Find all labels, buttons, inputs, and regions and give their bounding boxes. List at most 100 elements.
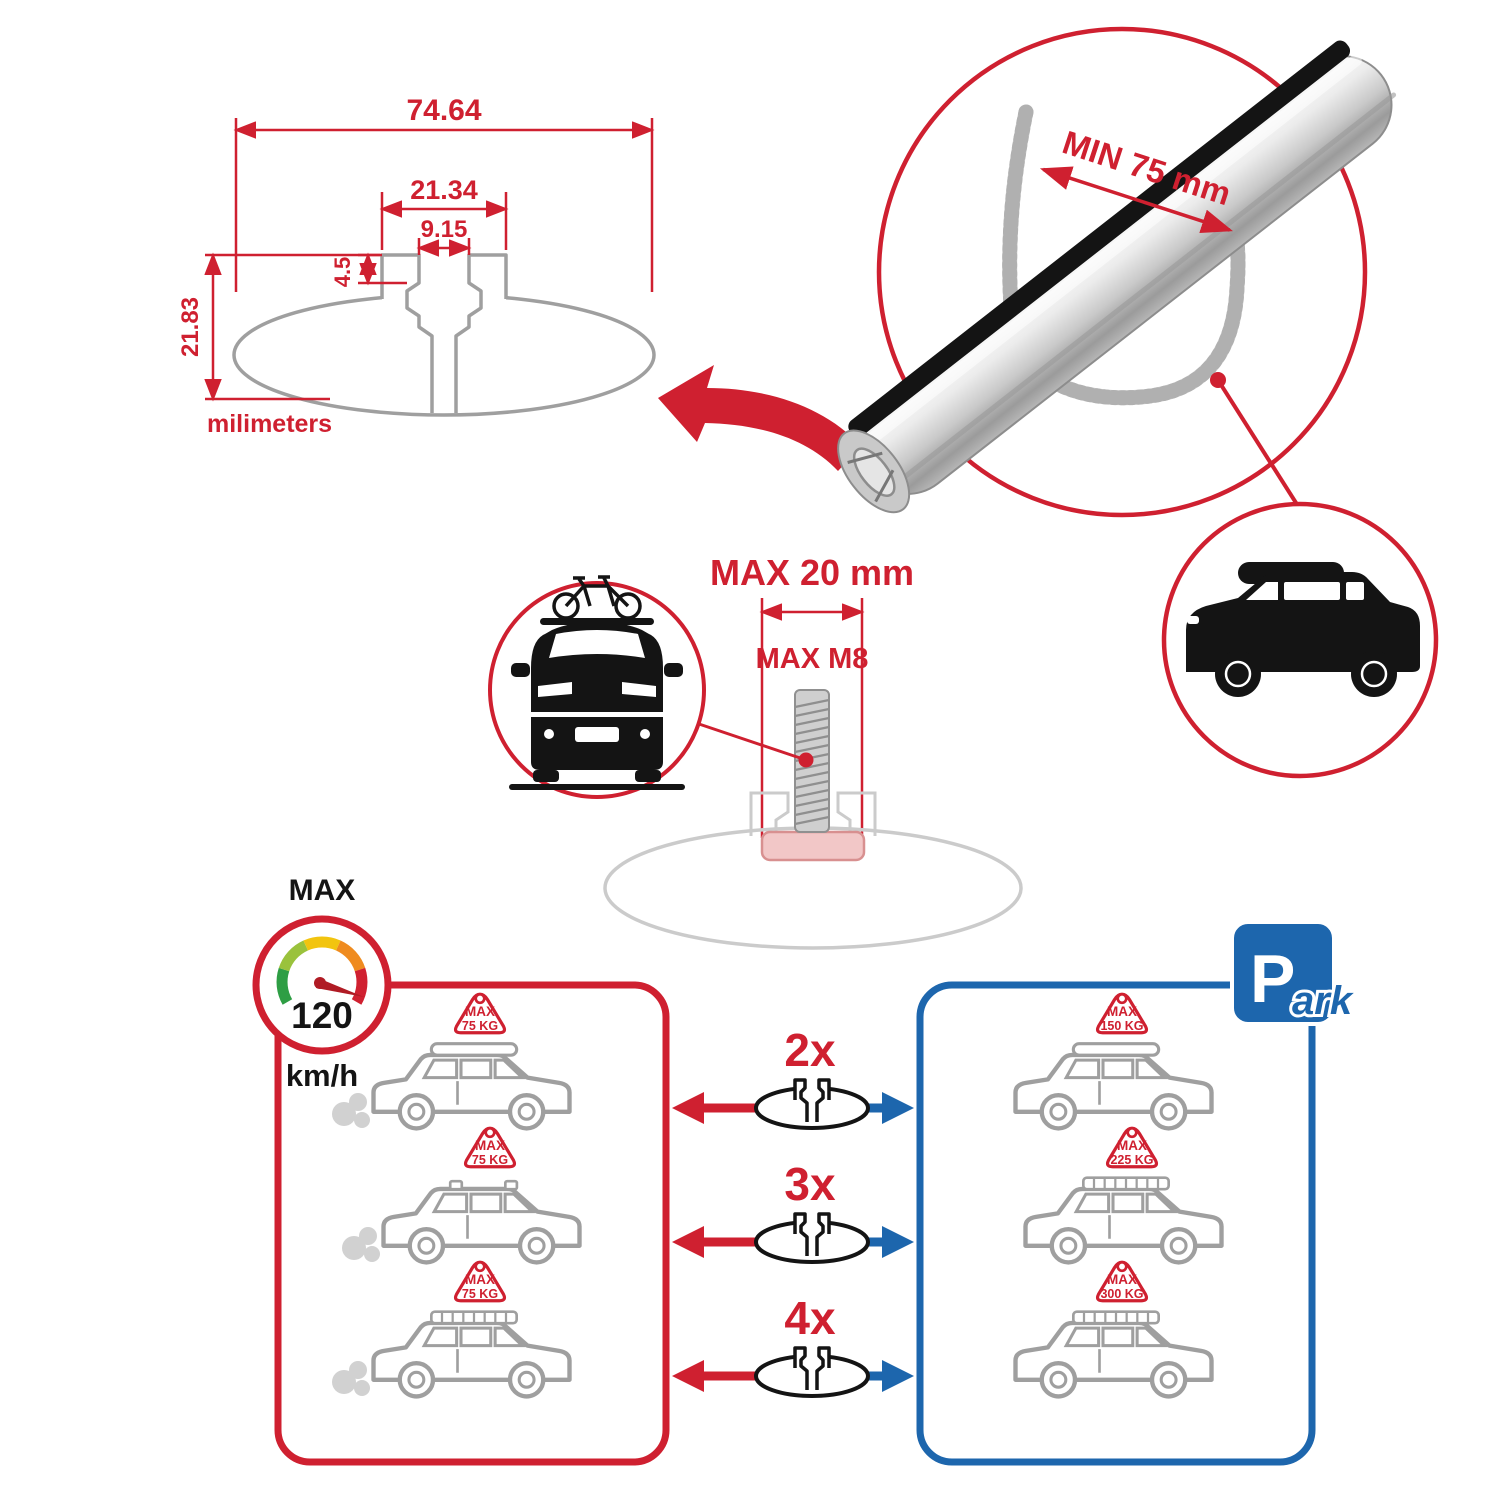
tag-load: 75 KG bbox=[462, 1019, 498, 1033]
crossbar-detail: MIN 75 mm bbox=[837, 26, 1397, 518]
parking-sign-plate bbox=[1230, 920, 1336, 1026]
suv-roofbox-detail bbox=[1161, 501, 1439, 779]
parking-sign: P ark bbox=[1230, 920, 1357, 1026]
pointer-arrow bbox=[658, 365, 861, 471]
exhaust-smoke bbox=[332, 1361, 370, 1396]
tag-title: MAX bbox=[1117, 1138, 1147, 1153]
crossbar-section-icon-1 bbox=[754, 1078, 870, 1130]
clamp-strap-ribs bbox=[1002, 104, 1246, 406]
red-arrowhead-2 bbox=[672, 1226, 704, 1258]
tire-right bbox=[635, 770, 661, 782]
mirror-left bbox=[511, 663, 530, 677]
tag-load: 150 KG bbox=[1100, 1019, 1143, 1033]
suv-windshield bbox=[1246, 582, 1278, 600]
parking-sign-rest: ark bbox=[1292, 979, 1354, 1023]
tag-load: 300 KG bbox=[1100, 1287, 1143, 1301]
license-plate bbox=[575, 727, 619, 742]
suv-wheel-rear bbox=[1351, 651, 1397, 697]
dim-width-label: 74.64 bbox=[406, 94, 481, 127]
dim-width-extensions bbox=[234, 118, 654, 292]
car-front-windshield bbox=[549, 630, 645, 658]
comparison-row-2: 3x bbox=[672, 1158, 914, 1264]
suv-headlight bbox=[1187, 616, 1199, 624]
red-arrowhead-1 bbox=[672, 1092, 704, 1124]
speed-value: 120 bbox=[291, 995, 353, 1036]
dim-slot-outer-label: 21.34 bbox=[410, 175, 478, 205]
tag-load: 75 KG bbox=[472, 1153, 508, 1167]
tag-title: MAX bbox=[1107, 1272, 1137, 1287]
parked-car-1: MAX 150 KG bbox=[1016, 992, 1212, 1128]
speed-max-label: MAX bbox=[289, 874, 356, 907]
suv-wheel-front bbox=[1215, 651, 1261, 697]
speed-limit-gauge: MAX 120 km/h bbox=[252, 874, 392, 1093]
tag-title: MAX bbox=[1107, 1004, 1137, 1019]
roofbox-accessory bbox=[429, 1041, 519, 1057]
max-width-label: MAX 20 mm bbox=[710, 552, 914, 593]
speed-units: km/h bbox=[286, 1058, 358, 1093]
headlight-right bbox=[622, 682, 656, 697]
aluminum-bar bbox=[837, 40, 1397, 514]
dim-lip-label: 4.5 bbox=[330, 257, 355, 288]
units-label: milimeters bbox=[207, 410, 332, 438]
dim-height-extensions bbox=[205, 253, 380, 401]
parked-car-2: MAX 225 KG bbox=[1026, 1126, 1222, 1262]
bolt-callout-line bbox=[698, 722, 807, 762]
profile-ellipse bbox=[232, 293, 656, 417]
tag-load: 225 KG bbox=[1110, 1153, 1153, 1167]
car-front-detail bbox=[488, 575, 706, 799]
car-front-body bbox=[531, 622, 663, 770]
callout-line bbox=[1216, 378, 1300, 508]
bolt-dim-extensions bbox=[760, 598, 864, 838]
crossbar-section-icon-2 bbox=[754, 1212, 870, 1264]
tag-title: MAX bbox=[475, 1138, 505, 1153]
dim-opening-label: 9.15 bbox=[421, 216, 468, 243]
dim-height-label: 21.83 bbox=[177, 297, 204, 357]
roofbasket-accessory bbox=[429, 1310, 519, 1325]
suv-rear-window bbox=[1346, 582, 1364, 600]
comparison-panel: P ark MAX 120 km/h 2x bbox=[252, 874, 1357, 1466]
tire-left bbox=[533, 770, 559, 782]
driving-car-3: MAX 75 KG bbox=[332, 1260, 570, 1396]
tag-load: 75 KG bbox=[462, 1287, 498, 1301]
max-thread-label: MAX M8 bbox=[756, 643, 869, 675]
exhaust-smoke bbox=[332, 1093, 370, 1128]
roofbox-accessory bbox=[1071, 1041, 1161, 1057]
rubber-strip bbox=[848, 40, 1351, 437]
roofbasket-accessory bbox=[1071, 1310, 1161, 1325]
blue-arrowhead-1 bbox=[882, 1092, 914, 1124]
tag-title: MAX bbox=[465, 1272, 495, 1287]
crossbar-section-icon-3 bbox=[754, 1346, 870, 1398]
headlight-left bbox=[538, 682, 572, 697]
ghost-profile-slot bbox=[749, 791, 877, 838]
red-arrowhead-3 bbox=[672, 1360, 704, 1392]
roof-rail bbox=[540, 618, 654, 625]
gauge-arc bbox=[276, 936, 368, 1005]
tbolt-head bbox=[760, 830, 866, 862]
driving-car-2: MAX 75 KG bbox=[342, 1126, 580, 1262]
parking-sign-letter: P bbox=[1250, 941, 1295, 1017]
technical-drawing: 74.64 21.34 9.15 4.5 21.83 milimeters bbox=[177, 94, 861, 471]
roofbasket-accessory bbox=[1081, 1176, 1171, 1191]
driving-car-1: MAX 75 KG bbox=[332, 992, 570, 1128]
bumper-line bbox=[531, 712, 663, 717]
qty-label-1: 2x bbox=[784, 1024, 836, 1076]
suv-side-window bbox=[1284, 582, 1340, 600]
exhaust-smoke bbox=[342, 1227, 380, 1262]
bolt-callout-dot bbox=[798, 752, 814, 768]
blue-arrowhead-2 bbox=[882, 1226, 914, 1258]
foglight-left bbox=[544, 729, 554, 739]
comparison-row-3: 4x bbox=[672, 1292, 914, 1398]
foglight-right bbox=[640, 729, 650, 739]
ground-line bbox=[509, 784, 685, 790]
qty-label-3: 4x bbox=[784, 1292, 836, 1344]
tag-title: MAX bbox=[465, 1004, 495, 1019]
profile-t-slot bbox=[380, 253, 508, 413]
comparison-row-1: 2x bbox=[672, 1024, 914, 1130]
blue-arrowhead-3 bbox=[882, 1360, 914, 1392]
gauge-needle bbox=[316, 978, 364, 997]
qty-label-2: 3x bbox=[784, 1158, 836, 1210]
bolt-section: MAX 20 mm MAX M8 bbox=[603, 552, 1023, 950]
parked-car-3: MAX 300 KG bbox=[1016, 1260, 1212, 1396]
